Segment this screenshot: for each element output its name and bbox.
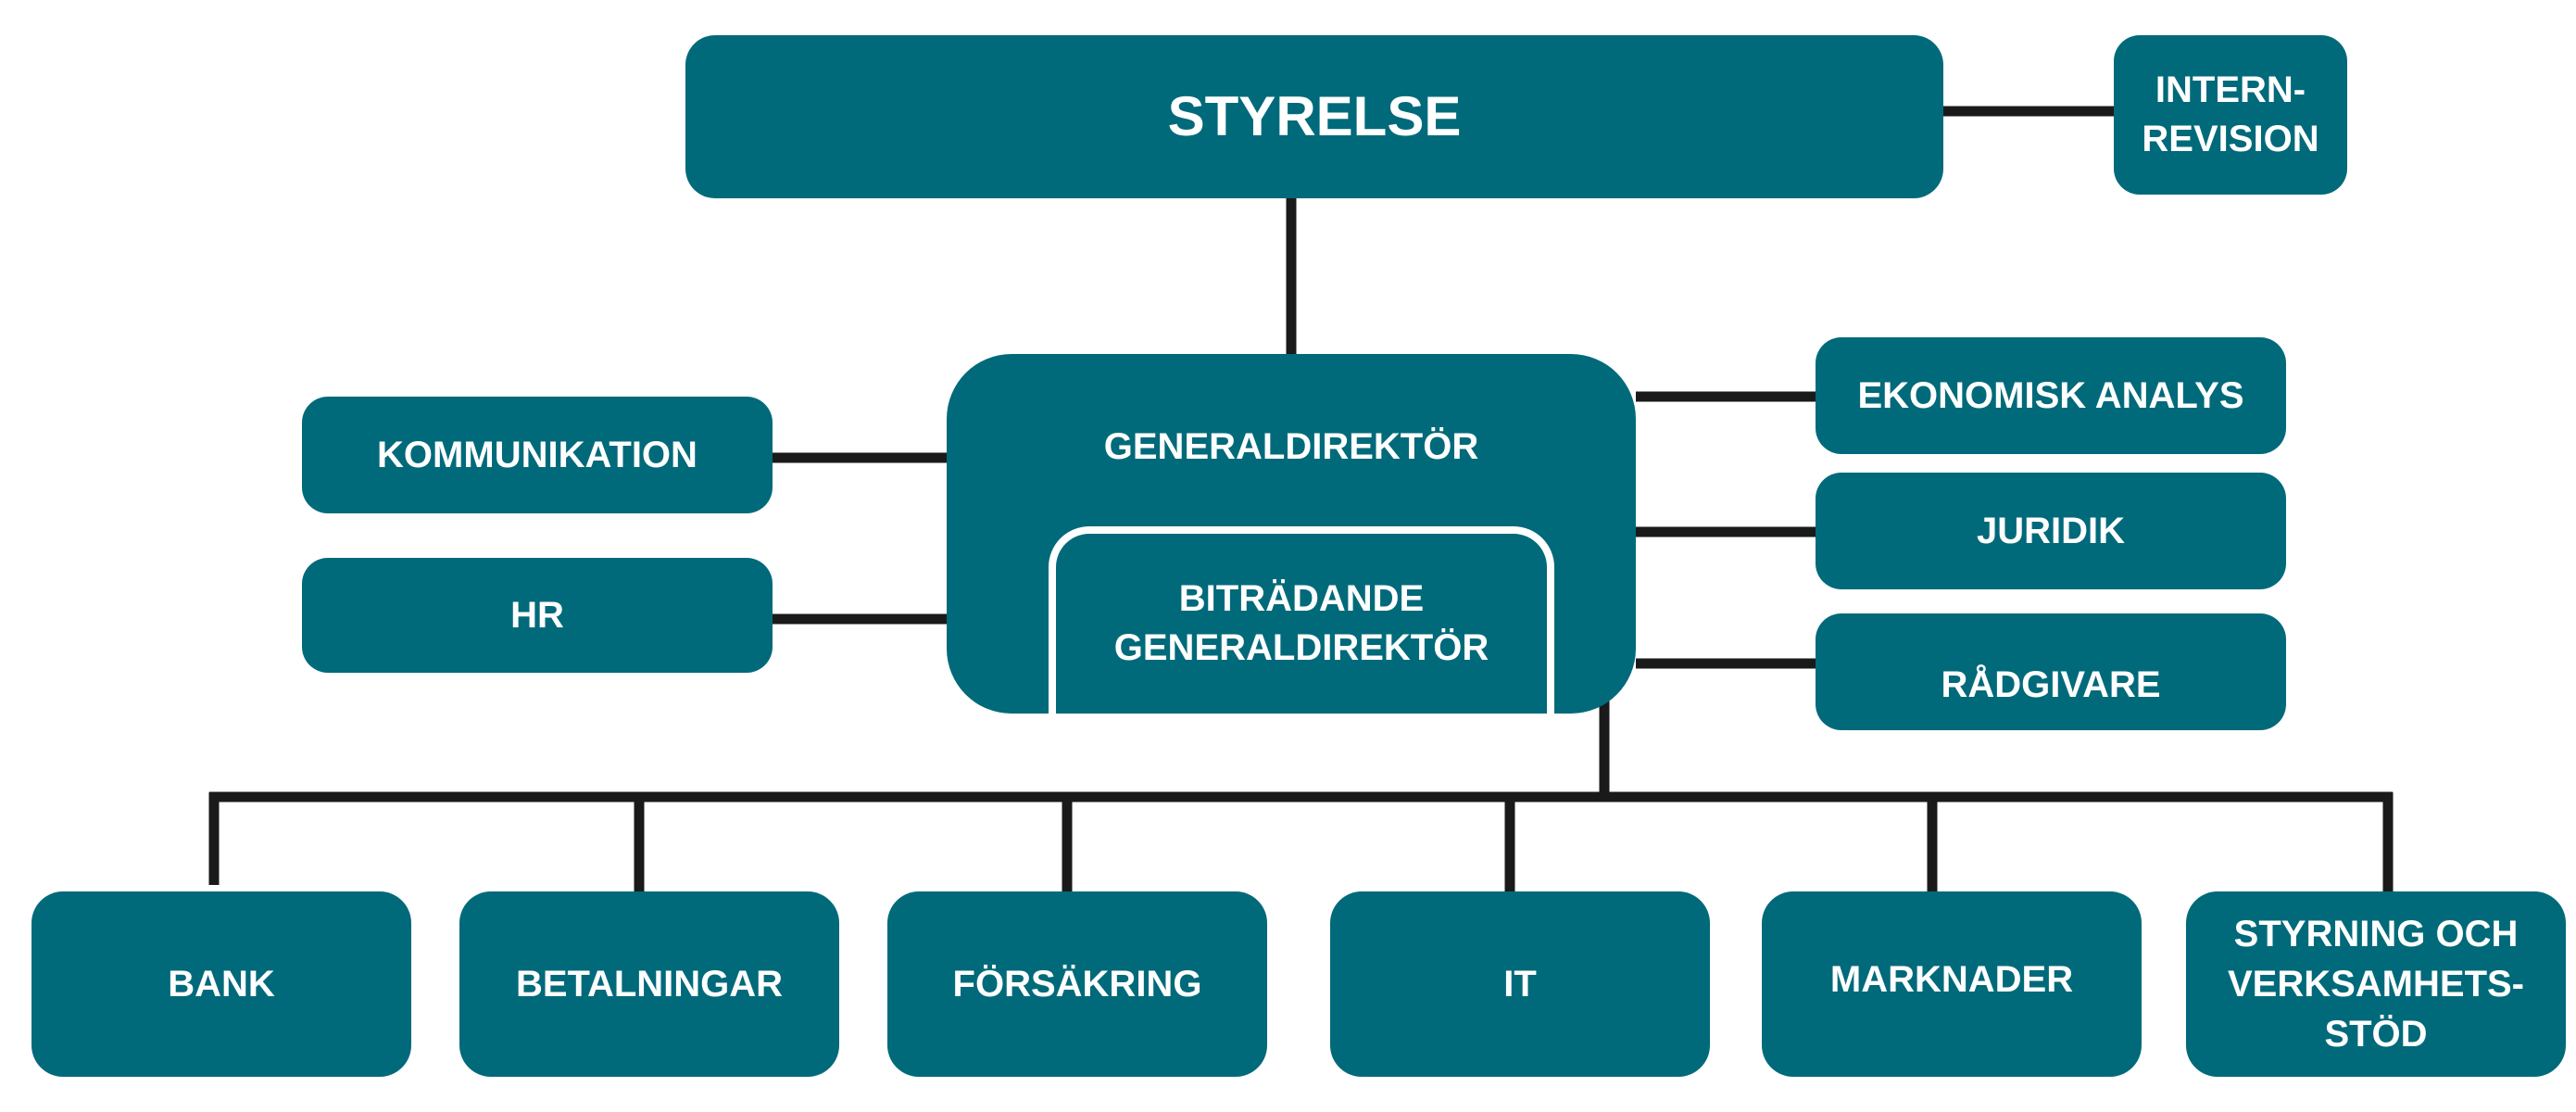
box-marknader: MARKNADER [1762, 891, 2142, 1077]
box-ekonomisk-analys: EKONOMISK ANALYS [1816, 337, 2286, 454]
box-hr: HR [302, 558, 773, 673]
box-betalningar: BETALNINGAR [459, 891, 839, 1077]
box-bank: BANK [31, 891, 411, 1077]
box-styrelse: STYRELSE [685, 35, 1943, 198]
box-forsakring: FÖRSÄKRING [887, 891, 1267, 1077]
box-radgivare: RÅDGIVARE [1816, 613, 2286, 730]
box-generaldirektor: GENERALDIREKTÖR BITRÄDANDE GENERALDIREKT… [947, 354, 1636, 714]
box-styrning-och-verksamhetsstod: STYRNING OCH VERKSAMHETS- STÖD [2186, 891, 2566, 1077]
generaldirektor-label: GENERALDIREKTÖR [1103, 426, 1479, 467]
box-it: IT [1330, 891, 1710, 1077]
box-juridik: JURIDIK [1816, 473, 2286, 589]
box-internrevision: INTERN- REVISION [2114, 35, 2347, 195]
box-kommunikation: KOMMUNIKATION [302, 397, 773, 513]
box-bitradande-generaldirektor: BITRÄDANDE GENERALDIREKTÖR [1049, 526, 1554, 714]
